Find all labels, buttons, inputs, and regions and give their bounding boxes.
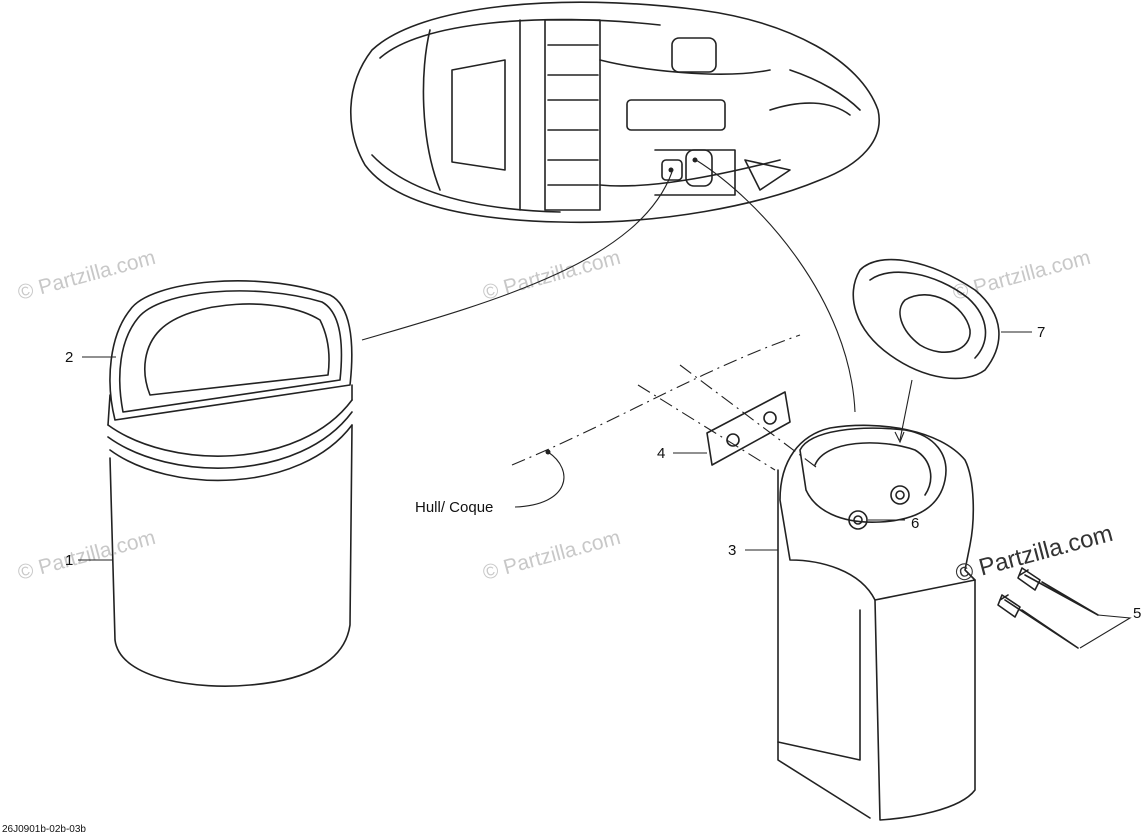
storage-bag-drawing <box>107 280 353 687</box>
watermark-main: © Partzilla.com <box>953 520 1116 588</box>
callout-4: 4 <box>657 445 665 462</box>
callout-5: 5 <box>1133 605 1141 622</box>
reference-code: 26J0901b-02b-03b <box>2 824 86 835</box>
watermark-text: © Partzilla.com <box>15 526 158 585</box>
receptacle-housing-drawing <box>777 424 976 821</box>
watercraft-hull-drawing <box>350 1 880 224</box>
watermark-text: © Partzilla.com <box>480 526 623 585</box>
rivets-drawing <box>997 567 1099 649</box>
cover-lid-drawing <box>852 258 1000 380</box>
watermarks: © Partzilla.com © Partzilla.com © Partzi… <box>15 246 1093 585</box>
callout-1: 1 <box>65 552 73 569</box>
callout-6: 6 <box>911 515 919 532</box>
watermark-text: © Partzilla.com <box>15 246 158 305</box>
callout-7: 7 <box>1037 324 1045 341</box>
callout-labels: 2 1 4 3 7 6 5 Hull/ Coque <box>65 324 1141 622</box>
callout-3: 3 <box>728 542 736 559</box>
watermark-text: © Partzilla.com <box>950 246 1093 305</box>
leader-lines <box>78 159 1132 649</box>
callout-2: 2 <box>65 349 73 366</box>
hull-label: Hull/ Coque <box>415 499 493 516</box>
